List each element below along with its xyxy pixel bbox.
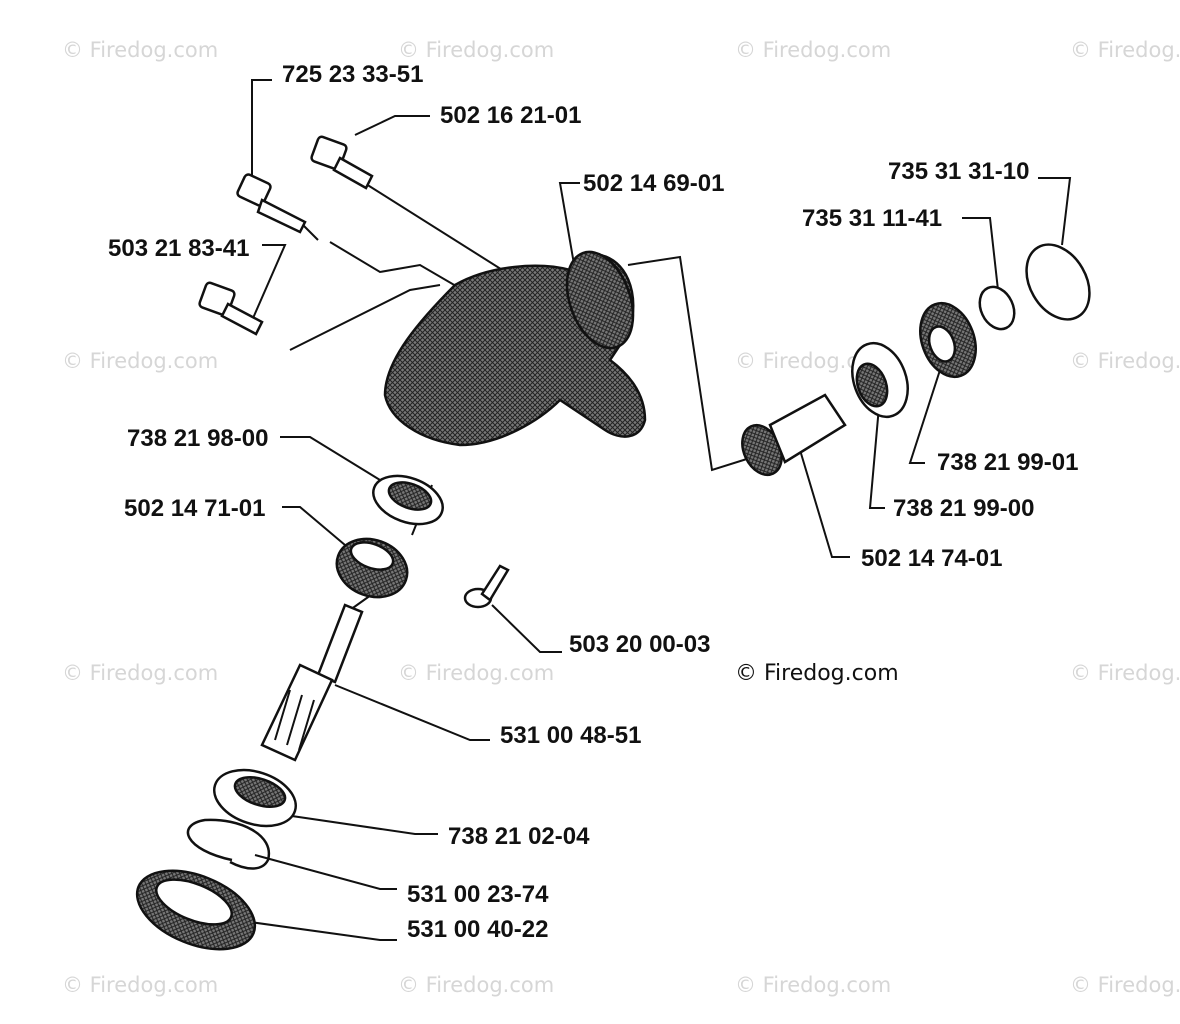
part-label: 738 21 02-04 xyxy=(448,823,590,850)
part-label: 502 14 69-01 xyxy=(583,170,724,197)
snap-ring-drawing xyxy=(186,818,271,870)
watermark: © Firedog.com xyxy=(735,38,891,62)
drive-shaft-drawing xyxy=(260,603,364,762)
part-drawings xyxy=(135,135,1091,951)
watermark: © Firedog.com xyxy=(1070,349,1180,373)
part-label: 531 00 48-51 xyxy=(500,722,641,749)
watermark: © Firedog.com xyxy=(1070,661,1180,685)
bolt-drawing xyxy=(236,173,307,234)
bearing-drawing xyxy=(851,341,909,419)
part-label: 502 14 71-01 xyxy=(124,495,265,522)
watermark: © Firedog.com xyxy=(735,973,891,997)
output-shaft-drawing xyxy=(741,393,847,477)
watermark-layer: © Firedog.com © Firedog.com © Firedog.co… xyxy=(62,38,1180,997)
ring-drawing xyxy=(978,285,1016,331)
bolt-drawing xyxy=(310,135,374,190)
watermark: © Firedog.com xyxy=(62,661,218,685)
bolt-drawing xyxy=(198,281,264,336)
watermark: © Firedog.com xyxy=(62,973,218,997)
part-label: 503 21 83-41 xyxy=(108,235,249,262)
part-label: 725 23 33-51 xyxy=(282,61,423,88)
part-label: 735 31 11-41 xyxy=(802,205,942,232)
part-label: 531 00 40-22 xyxy=(407,916,548,943)
part-label: 502 14 74-01 xyxy=(861,545,1002,572)
seal-ring-drawing xyxy=(1025,243,1091,321)
part-label: 502 16 21-01 xyxy=(440,102,581,129)
screw-drawing xyxy=(463,564,510,609)
watermark: © Firedog.com xyxy=(398,661,554,685)
watermark: © Firedog.com xyxy=(1070,973,1180,997)
watermark: © Firedog.com xyxy=(1070,38,1180,62)
watermark: © Firedog.com xyxy=(398,38,554,62)
watermark: © Firedog.com xyxy=(398,973,554,997)
part-labels: 725 23 33-51 502 16 21-01 502 14 69-01 7… xyxy=(108,61,1078,943)
copyright-notice: © Firedog.com xyxy=(735,661,899,686)
part-label: 531 00 23-74 xyxy=(407,881,549,908)
part-label: 735 31 31-10 xyxy=(888,158,1029,185)
bearing-drawing xyxy=(372,474,444,526)
gear-housing-drawing xyxy=(383,250,647,447)
part-label: 503 20 00-03 xyxy=(569,631,710,658)
watermark: © Firedog.com xyxy=(62,38,218,62)
bearing-drawing xyxy=(213,768,297,828)
pinion-gear-drawing xyxy=(335,537,409,599)
bearing-drawing xyxy=(919,301,977,379)
part-label: 738 21 99-00 xyxy=(893,495,1034,522)
watermark: © Firedog.com xyxy=(62,349,218,373)
part-label: 738 21 98-00 xyxy=(127,425,268,452)
part-label: 738 21 99-01 xyxy=(937,449,1078,476)
cover-drawing xyxy=(135,869,257,951)
